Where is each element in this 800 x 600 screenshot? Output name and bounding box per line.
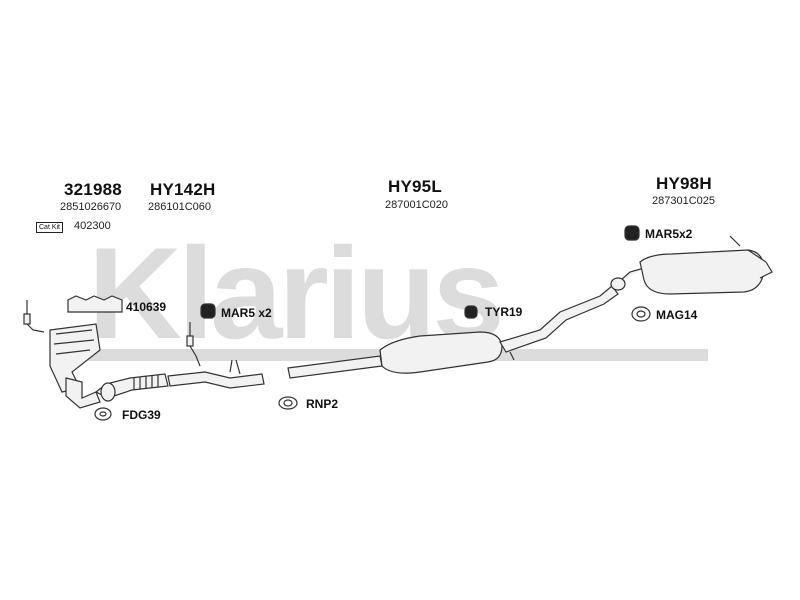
catkit-tag: Cat Kit [36,222,64,233]
group-code: 321988 [64,180,122,199]
tyr-label: TYR19 [485,305,523,319]
group-ref: 286101C060 [148,201,212,213]
fdg-gasket [94,407,112,421]
mount-right [624,225,640,241]
group-ref: 287301C025 [652,195,716,207]
mount-right-label: MAR5x2 [645,227,693,241]
rear-silencer [610,235,773,295]
group-code: HY142H [150,180,216,199]
gasket-set-label: 410639 [126,300,167,314]
rnp-label: RNP2 [306,397,339,411]
group-ref: 2851026670 [60,201,122,213]
mount-left-label: MAR5 x2 [221,306,272,320]
catkit-number: 402300 [74,220,111,232]
rnp-ring [278,396,298,410]
group-code: HY98H [656,174,712,193]
fdg-label: FDG39 [122,408,161,422]
mount-left [200,303,216,319]
group-code: HY95L [388,177,442,196]
lambda-sensor-left [23,300,45,333]
group-ref: 287001C020 [385,199,449,211]
mag-label: MAG14 [656,308,698,322]
catalytic-converter [49,323,101,409]
lambda-sensor-mid [186,322,201,367]
tyr-clamp [464,305,478,319]
mag-clamp [631,306,651,322]
gasket-set [67,295,123,313]
centre-silencer [287,285,619,379]
front-pipe [94,359,265,402]
